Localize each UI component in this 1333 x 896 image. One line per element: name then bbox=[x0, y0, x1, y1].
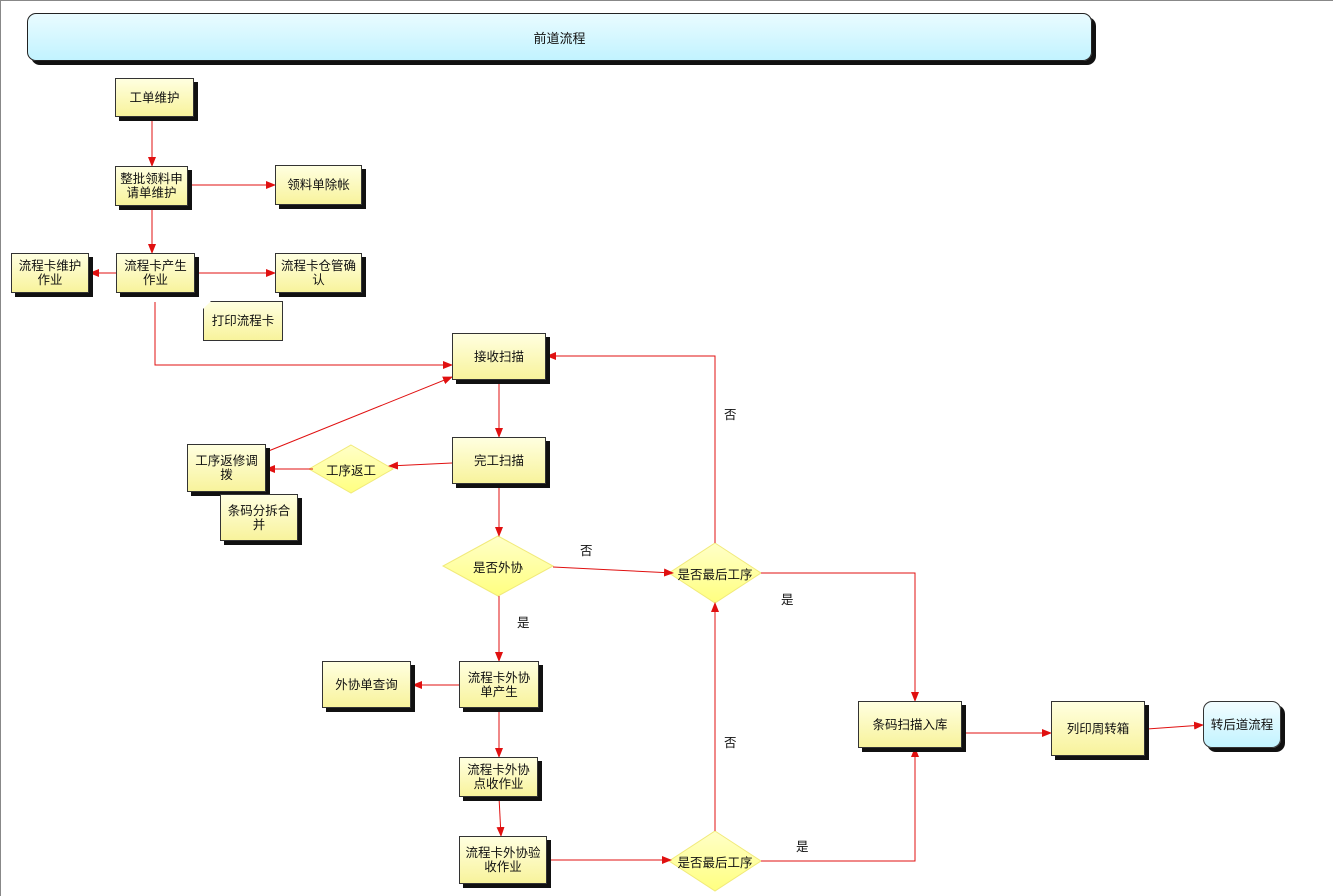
node-outsource-count: 流程卡外协点收作业 bbox=[459, 757, 538, 797]
arrow-box-to-next bbox=[1146, 721, 1204, 730]
edge-label-last2-no: 否 bbox=[724, 735, 737, 750]
node-work-order: 工单维护 bbox=[115, 78, 194, 117]
page-title: 前道流程 bbox=[533, 31, 586, 47]
arrow-finish-to-rework bbox=[388, 461, 453, 470]
arrow-last1-no bbox=[546, 352, 716, 543]
node-receive-scan: 接收扫描 bbox=[452, 333, 546, 380]
node-outsource-query: 外协单查询 bbox=[322, 661, 411, 708]
node-outsource-inspect: 流程卡外协验收作业 bbox=[459, 836, 547, 884]
node-print-card: 打印流程卡 bbox=[203, 301, 283, 341]
node-card-confirm: 流程卡仓管确认 bbox=[275, 253, 362, 293]
edge-label-last1-yes: 是 bbox=[781, 592, 794, 607]
arrow-adjust-to-receive bbox=[265, 376, 453, 453]
node-barcode-split: 条码分拆合并 bbox=[220, 494, 298, 541]
node-barcode-stock: 条码扫描入库 bbox=[858, 701, 962, 748]
decision-is-last-2 bbox=[668, 830, 762, 892]
arrow-last2-yes bbox=[761, 747, 919, 862]
node-request-clear: 领料单除帐 bbox=[275, 165, 362, 205]
node-next-flow: 转后道流程 bbox=[1203, 701, 1281, 748]
edge-label-outsource-yes: 是 bbox=[517, 615, 530, 630]
arrow-card-to-receive bbox=[154, 302, 453, 369]
edge-label-last2-yes: 是 bbox=[796, 839, 809, 854]
node-rework-adjust: 工序返修调拨 bbox=[187, 444, 266, 492]
node-finish-scan: 完工扫描 bbox=[452, 437, 546, 484]
edge-label-outsource-no: 否 bbox=[580, 543, 593, 558]
node-print-box: 列印周转箱 bbox=[1051, 701, 1145, 756]
decision-is-outsource bbox=[441, 535, 555, 597]
flow-title-banner: 前道流程 bbox=[27, 13, 1092, 61]
edge-label-last1-no: 否 bbox=[724, 407, 737, 422]
arrow-count-to-inspect bbox=[496, 796, 505, 837]
arrow-outsource-no bbox=[552, 566, 674, 577]
arrow-last1-yes bbox=[761, 572, 919, 702]
decision-is-last-1 bbox=[668, 542, 762, 604]
node-card-maintain: 流程卡维护作业 bbox=[11, 253, 89, 293]
decision-rework bbox=[307, 444, 395, 494]
node-outsource-create: 流程卡外协单产生 bbox=[459, 661, 539, 708]
node-card-create: 流程卡产生作业 bbox=[116, 253, 195, 293]
node-batch-request: 整批领料申请单维护 bbox=[115, 166, 188, 206]
